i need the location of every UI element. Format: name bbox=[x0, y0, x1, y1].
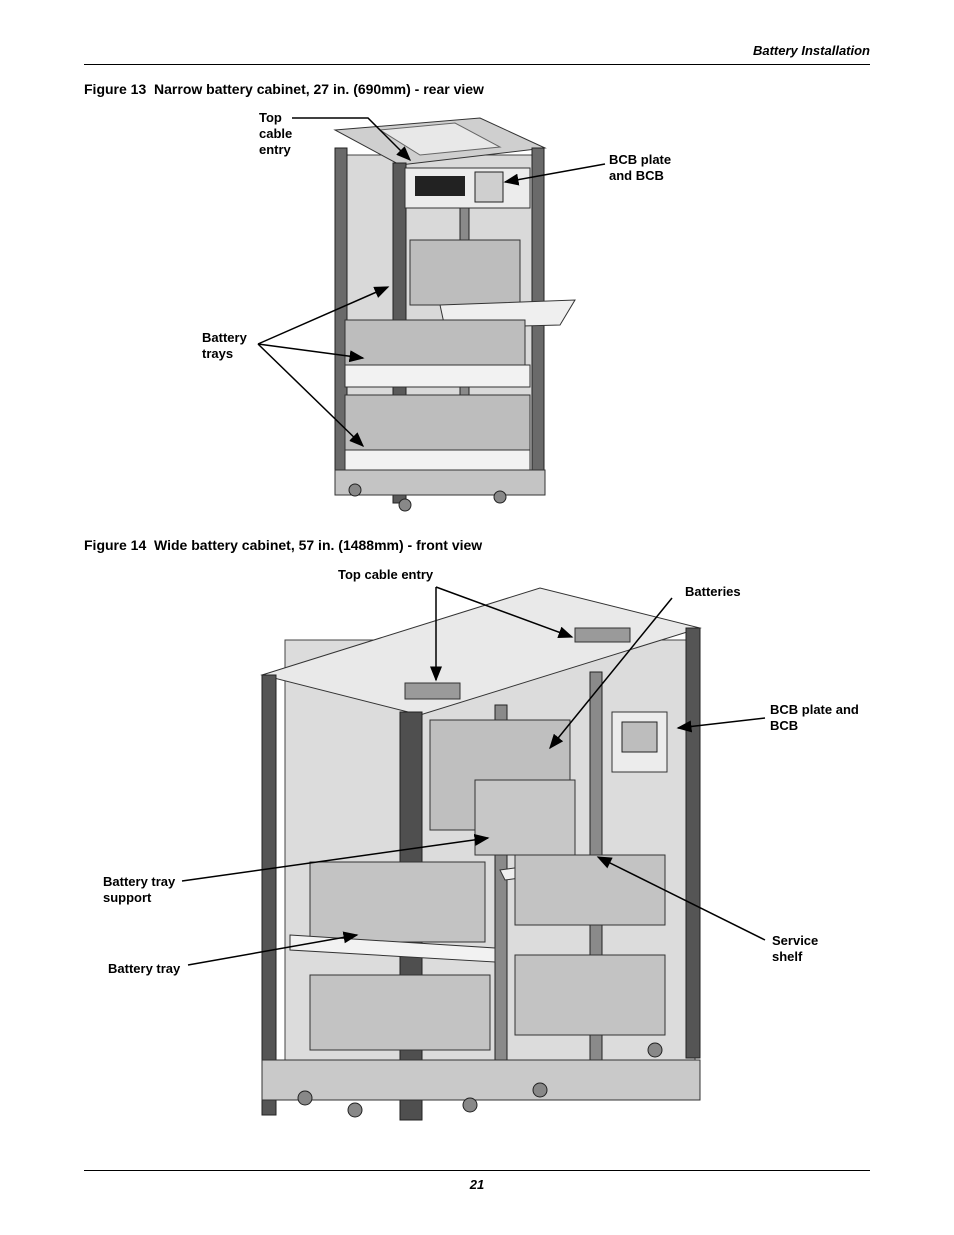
header-rule bbox=[84, 64, 870, 65]
figure-13-caption: Figure 13 Narrow battery cabinet, 27 in.… bbox=[84, 81, 484, 97]
narrow-cabinet-drawing bbox=[333, 117, 576, 512]
callout-bcb-plate-13: BCB plate and BCB bbox=[609, 152, 672, 183]
footer-rule bbox=[84, 1170, 870, 1171]
callout-top-cable-entry-13: Top cable entry bbox=[259, 110, 293, 157]
running-header: Battery Installation bbox=[752, 43, 870, 58]
callout-top-cable-entry-14: Top cable entry bbox=[338, 567, 434, 582]
battery-block-lower bbox=[309, 954, 666, 1051]
battery-block-upper bbox=[429, 719, 576, 856]
callout-service-shelf: Service shelf bbox=[772, 933, 819, 964]
battery-block-middle bbox=[309, 854, 666, 943]
battery-tray-middle bbox=[344, 319, 531, 388]
battery-tray bbox=[289, 934, 496, 963]
battery-tray-upper bbox=[409, 239, 576, 329]
wide-cabinet-drawing bbox=[260, 587, 702, 1121]
battery-tray-lower bbox=[344, 394, 531, 471]
callout-batteries: Batteries bbox=[685, 584, 741, 599]
callout-bcb-plate-14: BCB plate and BCB bbox=[770, 702, 859, 733]
page-number: 21 bbox=[469, 1177, 485, 1192]
callout-battery-trays-13: Battery trays bbox=[202, 330, 247, 361]
figure-14-caption: Figure 14 Wide battery cabinet, 57 in. (… bbox=[84, 537, 483, 553]
callout-battery-tray-support: Battery tray support bbox=[103, 874, 176, 905]
callout-battery-tray: Battery tray bbox=[108, 961, 181, 976]
